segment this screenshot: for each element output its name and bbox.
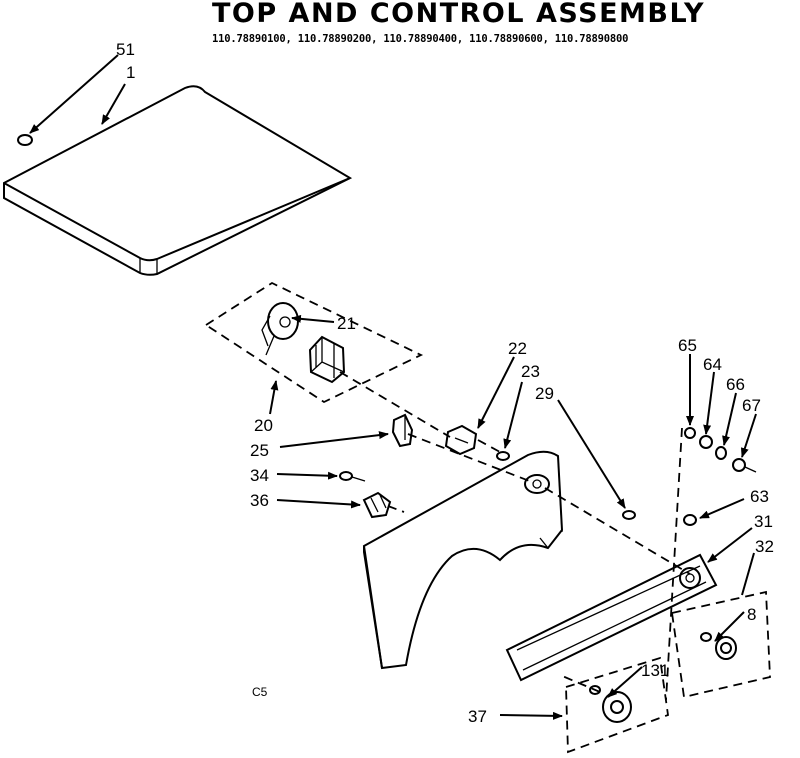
- timer-switch: [308, 335, 346, 384]
- callout-31: 31: [754, 512, 773, 531]
- callout-29: 29: [535, 384, 554, 403]
- top-panel: [3, 85, 353, 276]
- callout-1: 1: [126, 63, 135, 82]
- callout-63: 63: [750, 487, 769, 506]
- knob-131: [589, 685, 632, 723]
- callout-23: 23: [521, 362, 540, 381]
- part-63: [683, 514, 697, 526]
- rivets-65-67: [684, 427, 757, 473]
- callout-8: 8: [747, 605, 756, 624]
- switch-22: [444, 424, 478, 456]
- page-code: C5: [252, 685, 268, 699]
- callout-64: 64: [703, 355, 722, 374]
- knob-group-8-box: [670, 590, 771, 699]
- callout-37: 37: [468, 707, 487, 726]
- screw-51: [17, 134, 33, 146]
- callout-21: 21: [337, 314, 356, 333]
- callout-25: 25: [250, 441, 269, 460]
- console-panel-31: [505, 553, 718, 682]
- callout-32: 32: [755, 537, 774, 556]
- callout-34: 34: [250, 466, 269, 485]
- callout-67: 67: [742, 396, 761, 415]
- control-console: [362, 450, 564, 670]
- callout-131: 131: [641, 661, 669, 680]
- callout-20: 20: [254, 416, 273, 435]
- bracket-25: [391, 413, 414, 448]
- timer-group-box: [204, 281, 424, 404]
- model-numbers: 110.78890100, 110.78890200, 110.78890400…: [212, 33, 629, 45]
- callout-labels: 51 1 21 20 25 34 36 22 23 29 65 64 66 67…: [116, 40, 774, 726]
- screw-34: [339, 471, 366, 482]
- callout-51: 51: [116, 40, 135, 59]
- screw-29: [622, 510, 636, 520]
- clip-36: [362, 491, 392, 519]
- callout-22: 22: [508, 339, 527, 358]
- callout-66: 66: [726, 375, 745, 394]
- callout-65: 65: [678, 336, 697, 355]
- callout-36: 36: [250, 491, 269, 510]
- diagram-title: TOP AND CONTROL ASSEMBLY: [212, 0, 706, 29]
- leader-lines: [29, 54, 757, 720]
- knob-8: [700, 632, 737, 660]
- assembly-guide-lines: [339, 371, 691, 701]
- screw-23: [496, 451, 510, 461]
- knob-group-37-box: [565, 656, 669, 754]
- timer-motor-21: [261, 302, 299, 356]
